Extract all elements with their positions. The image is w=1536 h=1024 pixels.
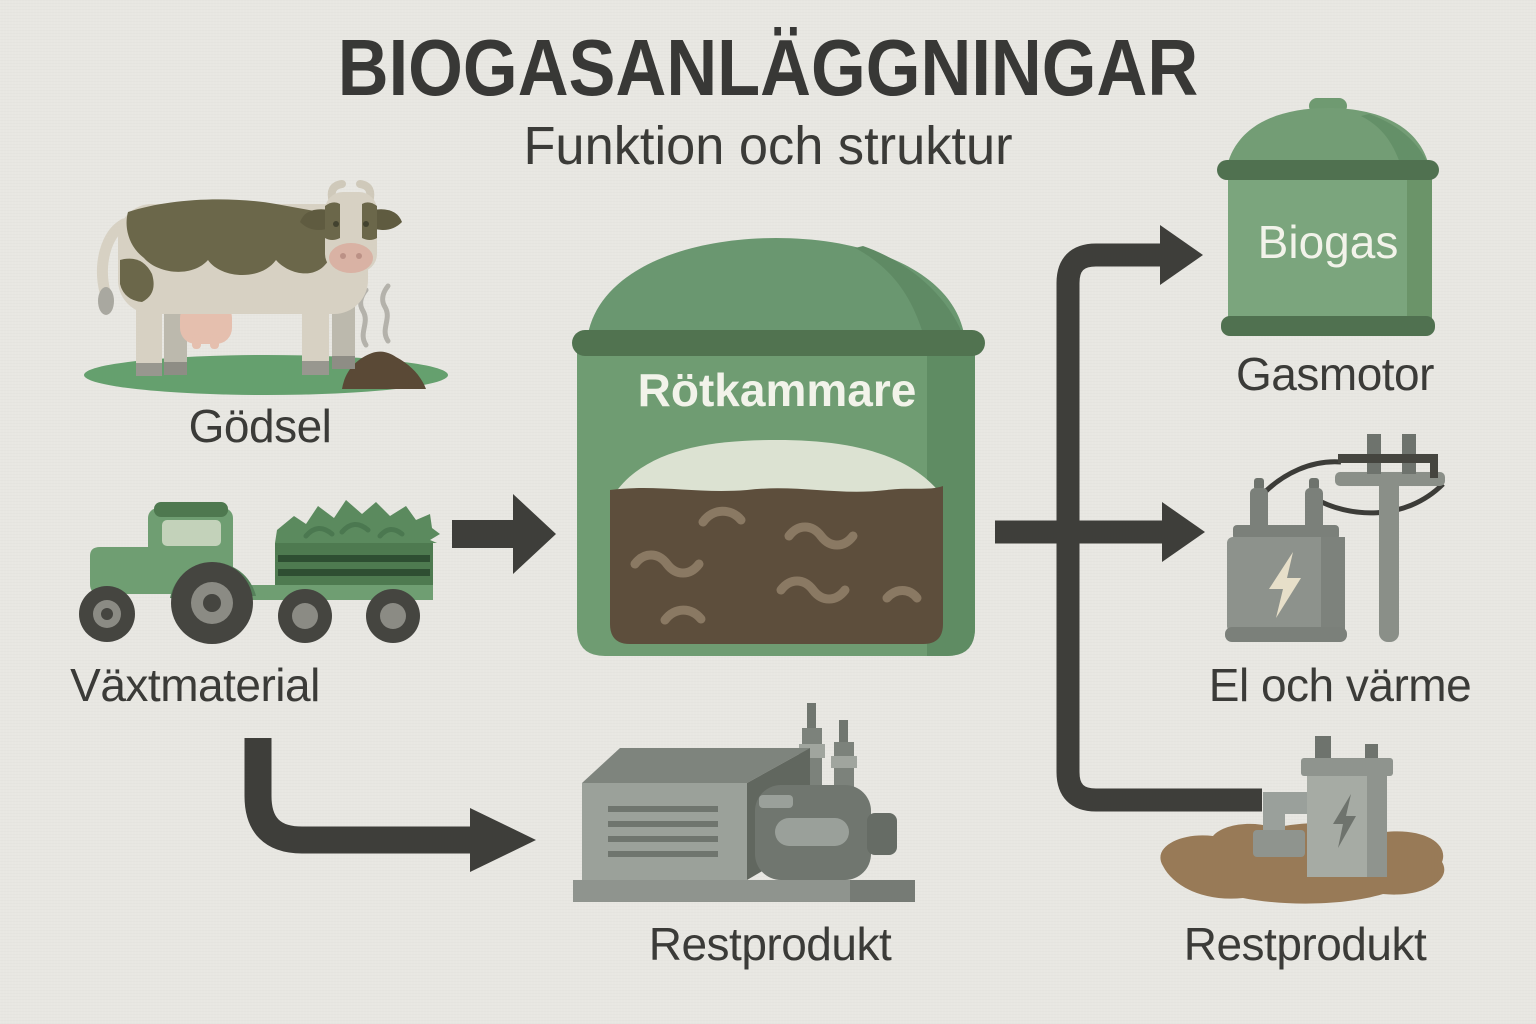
label-plant-material: Växtmaterial	[70, 659, 320, 711]
arrow-plant-to-digester	[452, 494, 556, 574]
digestate-pump-icon	[1160, 736, 1445, 904]
machine-box-top	[582, 748, 810, 783]
pole-crossarm	[1335, 472, 1445, 486]
substrate-waves	[630, 506, 922, 625]
machine-box-front	[582, 783, 747, 880]
motor-slot	[775, 818, 849, 846]
cow-face-patch	[325, 202, 340, 240]
cow-patch	[120, 258, 154, 302]
lightning-bolt-icon	[1269, 552, 1301, 618]
pump-pipe	[1253, 792, 1313, 857]
insulator	[1254, 478, 1264, 490]
pole-top-bar	[1338, 454, 1438, 478]
cow-ear	[372, 209, 402, 230]
gas-storage-tank-icon	[1217, 98, 1439, 336]
arrow-plant-to-residual	[244, 738, 536, 872]
transformer-cap	[1233, 525, 1339, 540]
cow-icon	[84, 180, 448, 395]
label-biogas: Biogas	[1257, 216, 1399, 268]
trailer-bed	[275, 543, 433, 585]
transformer-powerline-icon	[1225, 434, 1445, 642]
motor-nose	[867, 813, 897, 855]
steam-icon	[380, 283, 391, 344]
pump-cap	[1301, 758, 1393, 776]
tractor-trailer-icon	[79, 500, 440, 644]
page-subtitle: Funktion och struktur	[523, 116, 1013, 176]
tractor-roof	[154, 502, 228, 517]
lightning-bolt-icon	[1333, 794, 1356, 848]
label-digester: Rötkammare	[637, 364, 917, 416]
digester-rim-band	[572, 330, 985, 356]
tank-base-band	[1221, 316, 1435, 336]
label-gas-engine: Gasmotor	[1236, 348, 1434, 400]
cow-patch	[126, 199, 335, 276]
insulator	[1309, 478, 1319, 490]
page-title: BIOGASANLÄGGNINGAR	[337, 23, 1199, 112]
utility-pole	[1379, 476, 1399, 642]
label-electricity-heat: El och värme	[1208, 659, 1472, 711]
digester-dome	[587, 238, 965, 340]
cow-muzzle	[329, 243, 373, 273]
substrate-liquid	[610, 486, 943, 644]
vent-lines	[608, 806, 718, 857]
label-residual-center: Restprodukt	[648, 918, 892, 970]
tank-body	[1228, 174, 1432, 320]
label-residual-right: Restprodukt	[1183, 918, 1427, 970]
arrowhead-biogas	[1160, 225, 1203, 285]
transformer-base	[1225, 627, 1347, 642]
machine-base-plate	[573, 880, 915, 902]
manure-pile-icon	[342, 351, 426, 389]
arrowhead-electricity	[1162, 502, 1205, 562]
cow-face-patch	[362, 202, 377, 240]
tractor-hood	[90, 547, 165, 594]
arrow-digester-to-outputs	[995, 225, 1262, 812]
pump-machine-icon	[573, 703, 915, 902]
digester-tank-icon	[572, 238, 985, 656]
cow-ear	[300, 209, 330, 230]
label-manure: Gödsel	[188, 400, 332, 452]
tank-rim-band	[1217, 160, 1439, 180]
cab-window	[162, 520, 221, 546]
